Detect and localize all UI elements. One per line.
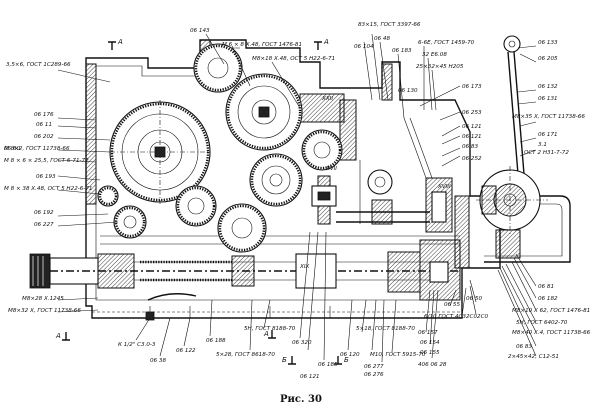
label-bottom-1: М8×28 Х.1245 [22, 296, 64, 302]
label-right-3: М8×35 Х, ГОСТ 11738-66 [512, 114, 585, 120]
label-bottom-23: 6/10 ГОСТ 4С32С02С0 [424, 314, 488, 320]
section-mark-b-left: Б [282, 356, 287, 364]
section-mark-a-bottom2: А [263, 330, 269, 338]
label-bottom-right-7: 2×45×42, С12-51 [508, 354, 559, 360]
section-mark-b-right: Б [344, 356, 349, 364]
label-left-5: 06 60 [4, 146, 20, 152]
label-left-11: 06 227 [34, 222, 54, 228]
label-top-7: 06 183 [392, 48, 412, 54]
label-right-5: 3.1 [538, 142, 547, 148]
label-bottom-17: 06 157 [418, 330, 438, 336]
label-top-9: 32 Е6.08 [422, 52, 447, 58]
label-roman-2: XVII [325, 166, 337, 172]
label-bottom-right-2: 06 182 [538, 296, 558, 302]
label-bottom-20: 406 06 28 [418, 362, 447, 368]
worm-shaft-assembly [29, 251, 460, 321]
control-lever-assembly [476, 35, 571, 263]
label-mid-4: 06 121 [462, 124, 482, 130]
label-top-3: М8×18 Х.48, ОСТ 5 Н22-6-71 [252, 56, 335, 62]
label-roman-3: ХVIII [437, 184, 451, 190]
label-bottom-6: 06 188 [206, 338, 226, 344]
label-top-1: 06 143 [190, 28, 210, 34]
label-left-9: М 8 × 38 Х.48, ОСТ 5 Н22-6-71 [4, 186, 92, 192]
label-bottom-21: 06 55 [444, 302, 460, 308]
label-mid-2: 06 173 [462, 84, 482, 90]
part-labels: 06 143 М 6 × 8 Х.48, ГОСТ 1476-81 М8×18 … [4, 22, 591, 380]
label-mid-3: 06 253 [462, 110, 482, 116]
label-bottom-9: 06 320 [292, 340, 312, 346]
label-bottom-14: 06 277 [364, 364, 384, 370]
label-bottom-2: М8×32 Х, ГОСТ 11738-66 [8, 308, 81, 314]
section-mark-a-right: А [323, 38, 329, 46]
label-bottom-right-1: 06 81 [538, 284, 554, 290]
figure-caption: Рис. 30 [280, 394, 322, 405]
label-mid-6: 06 83 [462, 144, 478, 150]
leader-lines [57, 33, 537, 363]
label-top-8: 6-6Е, ГОСТ 1459-70 [418, 40, 475, 46]
label-left-7: М 8 × 6 × 25,5, ГОСТ 6-71-72 [4, 158, 89, 164]
label-left-10: 06 192 [34, 210, 54, 216]
label-mid-7: 06 252 [462, 156, 482, 162]
label-right-1: 06 132 [538, 84, 558, 90]
label-mid-5: 06 121 [462, 134, 482, 140]
label-bottom-18: 06 154 [420, 340, 440, 346]
section-mark-a-bottom: А [55, 332, 61, 340]
label-right-2: 06 131 [538, 96, 558, 102]
label-bottom-right-5: М8×40 Х.4, ГОСТ 11738-66 [512, 330, 591, 336]
label-bottom-7: 5×28, ГОСТ 8618-70 [216, 352, 275, 358]
label-left-1: 3,5×6, ГОСТ 1С289-66 [6, 62, 71, 68]
label-bottom-right-3: М8×10 Х 62, ГОСТ 1476-81 [512, 308, 590, 314]
label-bottom-8: 5Н, ГОСТ 8188-70 [244, 326, 296, 332]
label-bottom-right-6: 06 83 [516, 344, 532, 350]
label-bottom-right-4: 5Н, ГОСТ 6402-70 [516, 320, 568, 326]
label-roman-4: XIX [299, 264, 309, 270]
label-bottom-13: 5×18, ГОСТ 8188-70 [356, 326, 415, 332]
label-bottom-3: К 1/2" С3.0-3 [118, 342, 156, 348]
label-top-6: 06 48 [374, 36, 390, 42]
label-top-5: 83×15, ГОСТ 3397-66 [358, 22, 421, 28]
label-bottom-15: 06 276 [364, 372, 384, 378]
label-roman-1: XXII [321, 96, 333, 102]
label-top-2: М 6 × 8 Х.48, ГОСТ 1476-81 [222, 42, 302, 48]
label-bottom-16: М10, ГОСТ 5915-70 [370, 352, 426, 358]
section-marks: А А Б Б А А [55, 38, 349, 365]
label-bottom-12: 06 120 [340, 352, 360, 358]
label-left-6: М 8×2, ГОСТ 11738-66 [4, 146, 70, 152]
label-right-6: ОСТ 2 Н31-7-72 [524, 150, 569, 156]
label-bottom-19: 06 155 [420, 350, 440, 356]
gear-cluster-left [97, 43, 343, 253]
label-bottom-11: 06 185 [318, 362, 338, 368]
label-left-4: 06 202 [34, 134, 54, 140]
label-bottom-5: 06 122 [176, 348, 196, 354]
label-left-8: 06 193 [36, 174, 56, 180]
label-bottom-4: 06 38 [150, 358, 166, 364]
label-top-4: 06 104 [354, 44, 374, 50]
label-left-3: 06 11 [36, 122, 52, 128]
label-left-2: 06 176 [34, 112, 54, 118]
label-top-10: 25×32×45 Н205 [416, 64, 464, 70]
section-mark-a-left: А [117, 38, 123, 46]
label-top-12: 06 205 [538, 56, 558, 62]
label-top-11: 06 133 [538, 40, 558, 46]
central-shafts [311, 117, 453, 233]
label-bottom-10: 06 121 [300, 374, 320, 380]
label-bottom-22: 06 50 [466, 296, 482, 302]
label-mid-1: 06 130 [398, 88, 418, 94]
label-right-4: 06 171 [538, 132, 558, 138]
